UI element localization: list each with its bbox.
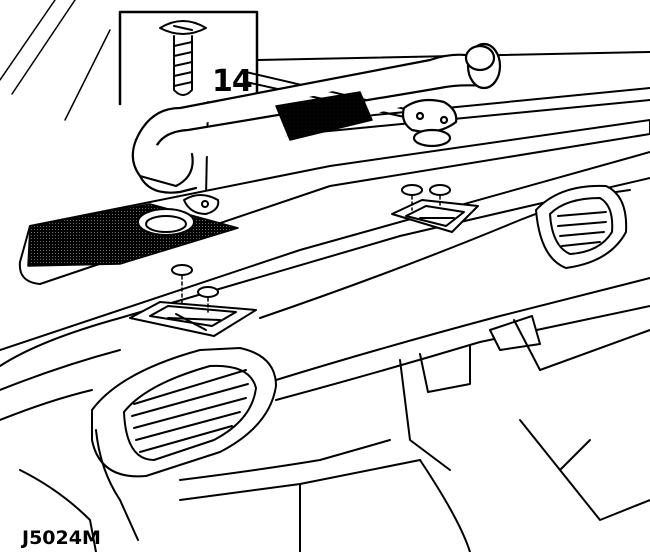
screw-icon xyxy=(159,20,207,96)
fastener-inset-box xyxy=(118,10,259,106)
grab-handle xyxy=(131,42,502,194)
top-grille-right xyxy=(391,184,479,233)
center-air-vent xyxy=(535,184,628,269)
lower-dashboard xyxy=(0,277,650,552)
figure-reference-code: J5024M xyxy=(22,527,101,549)
side-air-vent xyxy=(91,347,277,478)
windscreen-lines xyxy=(0,0,111,121)
top-grille-left xyxy=(129,264,257,337)
top-shelf-panel xyxy=(18,119,650,285)
callout-number-label: 14 xyxy=(212,64,253,99)
